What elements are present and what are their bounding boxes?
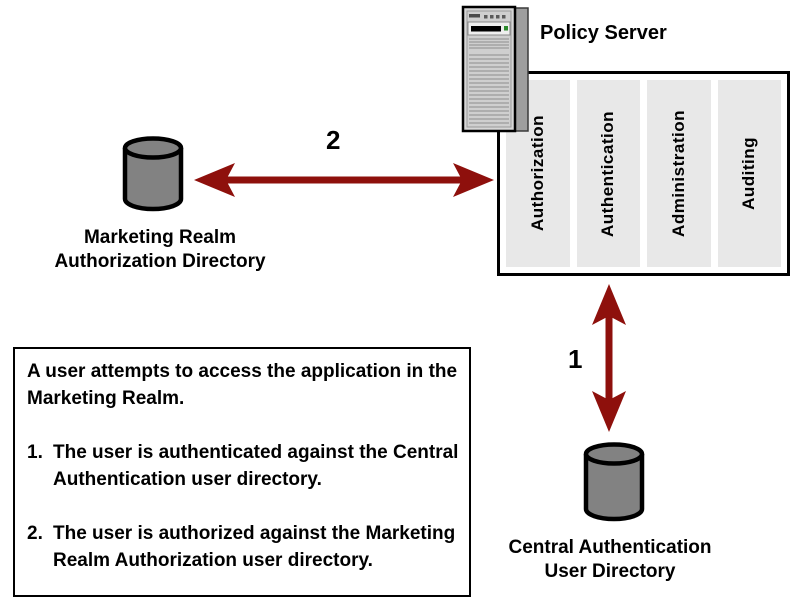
central-directory-label-line2: User Directory [544, 561, 676, 582]
step-2-arrow-label: 2 [326, 125, 341, 155]
arrowhead-right-icon [453, 163, 494, 197]
arrowhead-down-icon [592, 391, 626, 432]
arrowhead-up-icon [592, 284, 626, 325]
server-tower-icon [461, 5, 529, 133]
policy-server-title: Policy Server [540, 22, 667, 44]
note-box: A user attempts to access the applicatio… [13, 347, 471, 597]
note-item-1-text: The user is authenticated against the Ce… [53, 442, 459, 490]
authentication-arrow [592, 284, 626, 432]
central-directory-label-line1: Central Authentication [508, 537, 712, 558]
arrowhead-left-icon [194, 163, 235, 197]
component-auditing: Auditing [717, 80, 781, 267]
component-authentication-label: Authentication [598, 110, 618, 237]
marketing-directory-label-line2: Authorization Directory [54, 251, 266, 272]
policy-server-box: Authorization Authentication Administrat… [497, 71, 790, 276]
component-authentication: Authentication [576, 80, 640, 267]
note-item-1: 1. The user is authenticated against the… [27, 439, 459, 493]
marketing-directory-database-icon [122, 136, 184, 212]
note-item-2-number: 2. [27, 523, 43, 544]
central-directory-label: Central Authentication User Directory [488, 536, 732, 584]
note-item-1-number: 1. [27, 442, 43, 463]
marketing-directory-label-line1: Marketing Realm [83, 227, 237, 248]
component-administration: Administration [647, 80, 711, 267]
note-item-2: 2. The user is authorized against the Ma… [27, 520, 459, 574]
note-item-2-text: The user is authorized against the Marke… [53, 523, 456, 571]
component-auditing-label: Auditing [739, 137, 759, 210]
marketing-directory-label: Marketing Realm Authorization Directory [20, 226, 300, 274]
central-directory-database-icon [583, 442, 645, 522]
step-1-arrow-label: 1 [568, 344, 583, 374]
component-administration-label: Administration [668, 110, 688, 237]
note-intro: A user attempts to access the applicatio… [27, 361, 458, 409]
authorization-arrow [194, 163, 494, 197]
